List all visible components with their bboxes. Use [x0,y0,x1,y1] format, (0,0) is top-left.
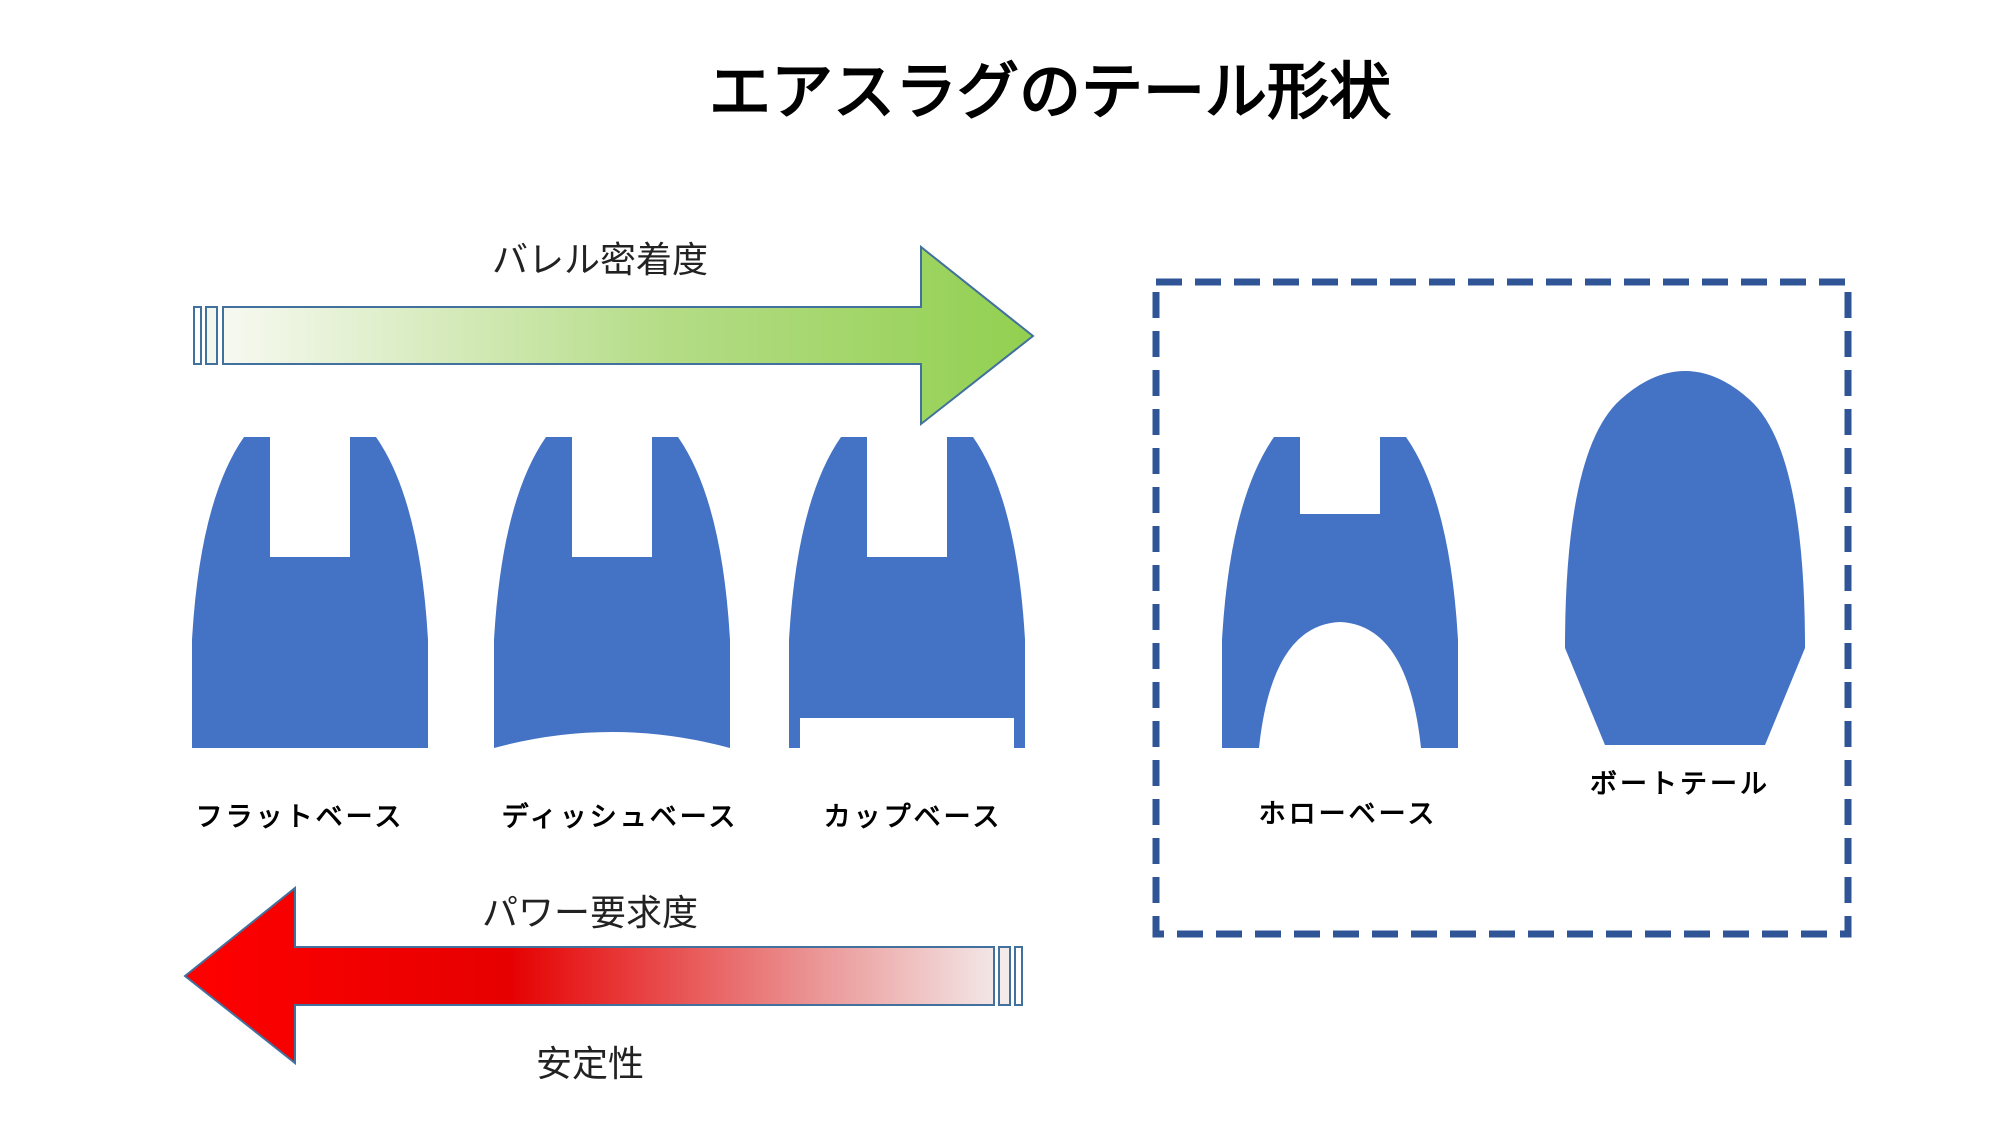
flat-base-shape [192,437,428,748]
barrel-contact-arrow [193,244,1035,427]
power-requirement-arrow-tail-stripe [998,946,1011,1006]
special-tails-frame [1152,278,1852,938]
cup-base-label: カップベース [824,802,1003,833]
barrel-contact-label: バレル密着度 [492,240,708,281]
flat-base-label: フラットベース [196,802,405,833]
hollow-base-shape [1222,437,1458,748]
page-title: エアスラグのテール形状 [709,55,1392,128]
dish-base-label: ディッシュベース [502,801,739,833]
hollow-base-label: ホローベース [1259,799,1438,830]
barrel-contact-arrow-tail-stripe [193,306,202,365]
barrel-contact-arrow-tail-stripe [205,306,218,365]
dish-base-shape [494,437,730,748]
boat-tail-shape [1565,371,1805,745]
barrel-contact-arrow-body [222,244,1035,427]
boat-tail-label: ボートテール [1590,769,1770,800]
power-requirement-arrow-tail-stripe [1014,946,1023,1006]
power-requirement-label: パワー要求度 [482,893,698,934]
power-requirement-arrow-body [183,885,995,1066]
stability-label: 安定性 [536,1044,644,1085]
cup-base-shape [789,437,1025,748]
power-requirement-arrow [183,885,1023,1066]
